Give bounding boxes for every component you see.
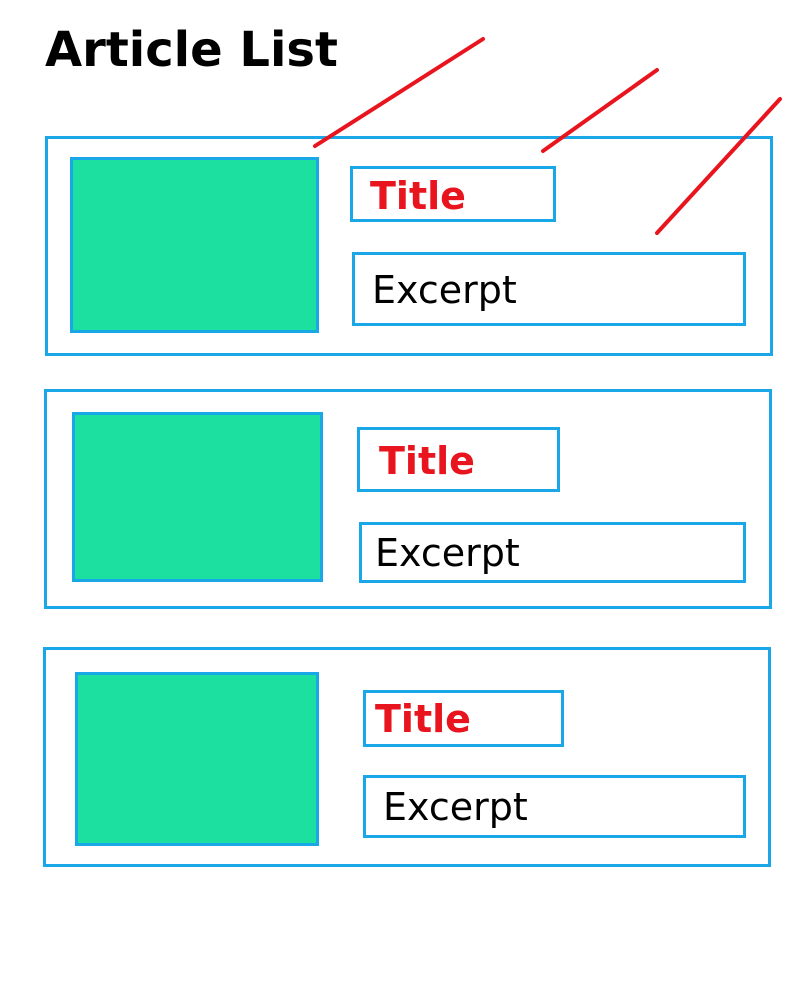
article-title: Title xyxy=(379,439,475,483)
article-title-box[interactable]: Title xyxy=(357,427,560,492)
article-title-box[interactable]: Title xyxy=(350,166,556,222)
page-title: Article List xyxy=(45,22,338,78)
article-excerpt-box: Excerpt xyxy=(352,252,746,326)
article-excerpt-box: Excerpt xyxy=(363,775,746,838)
article-excerpt-box: Excerpt xyxy=(359,522,746,583)
article-title: Title xyxy=(370,174,466,218)
article-excerpt: Excerpt xyxy=(383,785,528,829)
article-excerpt: Excerpt xyxy=(372,268,517,312)
annotation-stroke xyxy=(313,37,485,148)
article-excerpt: Excerpt xyxy=(375,531,520,575)
article-thumbnail xyxy=(70,157,319,333)
article-thumbnail xyxy=(72,412,323,582)
article-title: Title xyxy=(375,697,471,741)
article-title-box[interactable]: Title xyxy=(363,690,564,747)
article-thumbnail xyxy=(75,672,319,846)
